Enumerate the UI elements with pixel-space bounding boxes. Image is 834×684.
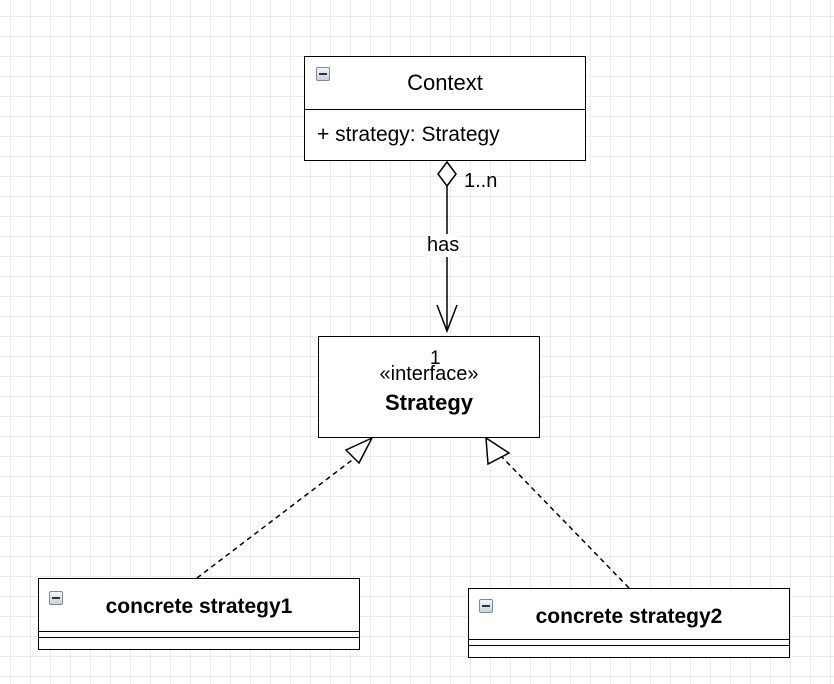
association-edge[interactable] bbox=[436, 160, 458, 334]
context-attribute: + strategy: Strategy bbox=[317, 123, 500, 146]
interface-stereotype: «interface» bbox=[379, 363, 479, 385]
source-multiplicity[interactable]: 1..n bbox=[464, 170, 498, 192]
collapse-icon[interactable] bbox=[49, 591, 63, 605]
attribute-divider bbox=[39, 631, 359, 632]
aggregation-diamond bbox=[437, 160, 457, 188]
realization-edge-2[interactable] bbox=[485, 436, 630, 589]
context-class-name: Context bbox=[305, 57, 585, 110]
target-multiplicity[interactable]: 1 bbox=[430, 348, 441, 369]
realization-line-1 bbox=[196, 453, 361, 579]
method-divider bbox=[469, 645, 789, 646]
association-label[interactable]: has bbox=[426, 234, 461, 257]
strategy-interface-name: Strategy bbox=[384, 390, 474, 415]
collapse-icon[interactable] bbox=[479, 599, 493, 613]
realization-line-2 bbox=[499, 454, 630, 589]
attribute-divider bbox=[469, 639, 789, 640]
concrete-strategy2-name: concrete strategy2 bbox=[535, 605, 723, 628]
concrete-strategy1-class[interactable]: concrete strategy1 bbox=[38, 578, 360, 650]
concrete-strategy2-class[interactable]: concrete strategy2 bbox=[468, 588, 790, 658]
context-class[interactable]: Context + strategy: Strategy bbox=[304, 56, 586, 161]
realization-triangle-1 bbox=[344, 436, 374, 465]
realization-triangle-2 bbox=[485, 436, 511, 466]
collapse-icon[interactable] bbox=[316, 67, 330, 81]
concrete-strategy1-name: concrete strategy1 bbox=[105, 595, 293, 618]
method-divider bbox=[39, 637, 359, 638]
strategy-interface[interactable]: «interface» Strategy bbox=[318, 336, 540, 438]
realization-edge-1[interactable] bbox=[196, 436, 374, 579]
association-arrowhead bbox=[436, 304, 458, 334]
